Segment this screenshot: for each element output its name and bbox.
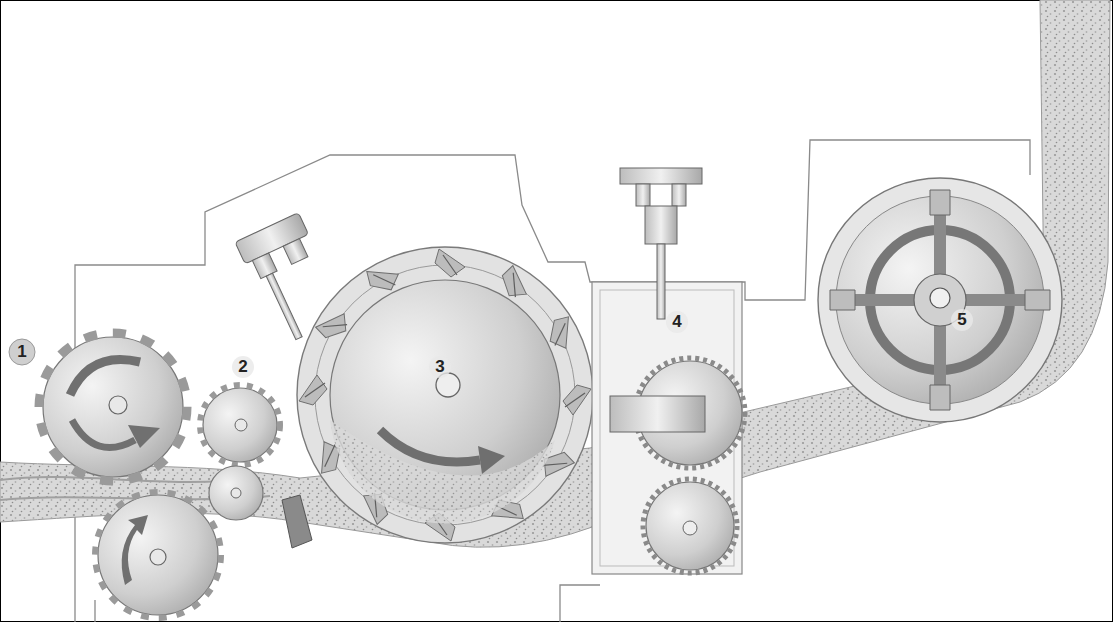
callout-number: 3 <box>428 356 452 378</box>
callout-number: 1 <box>10 341 34 363</box>
callout-number: 2 <box>231 356 255 378</box>
callout-number: 4 <box>665 311 689 333</box>
callout-number: 5 <box>950 309 974 331</box>
